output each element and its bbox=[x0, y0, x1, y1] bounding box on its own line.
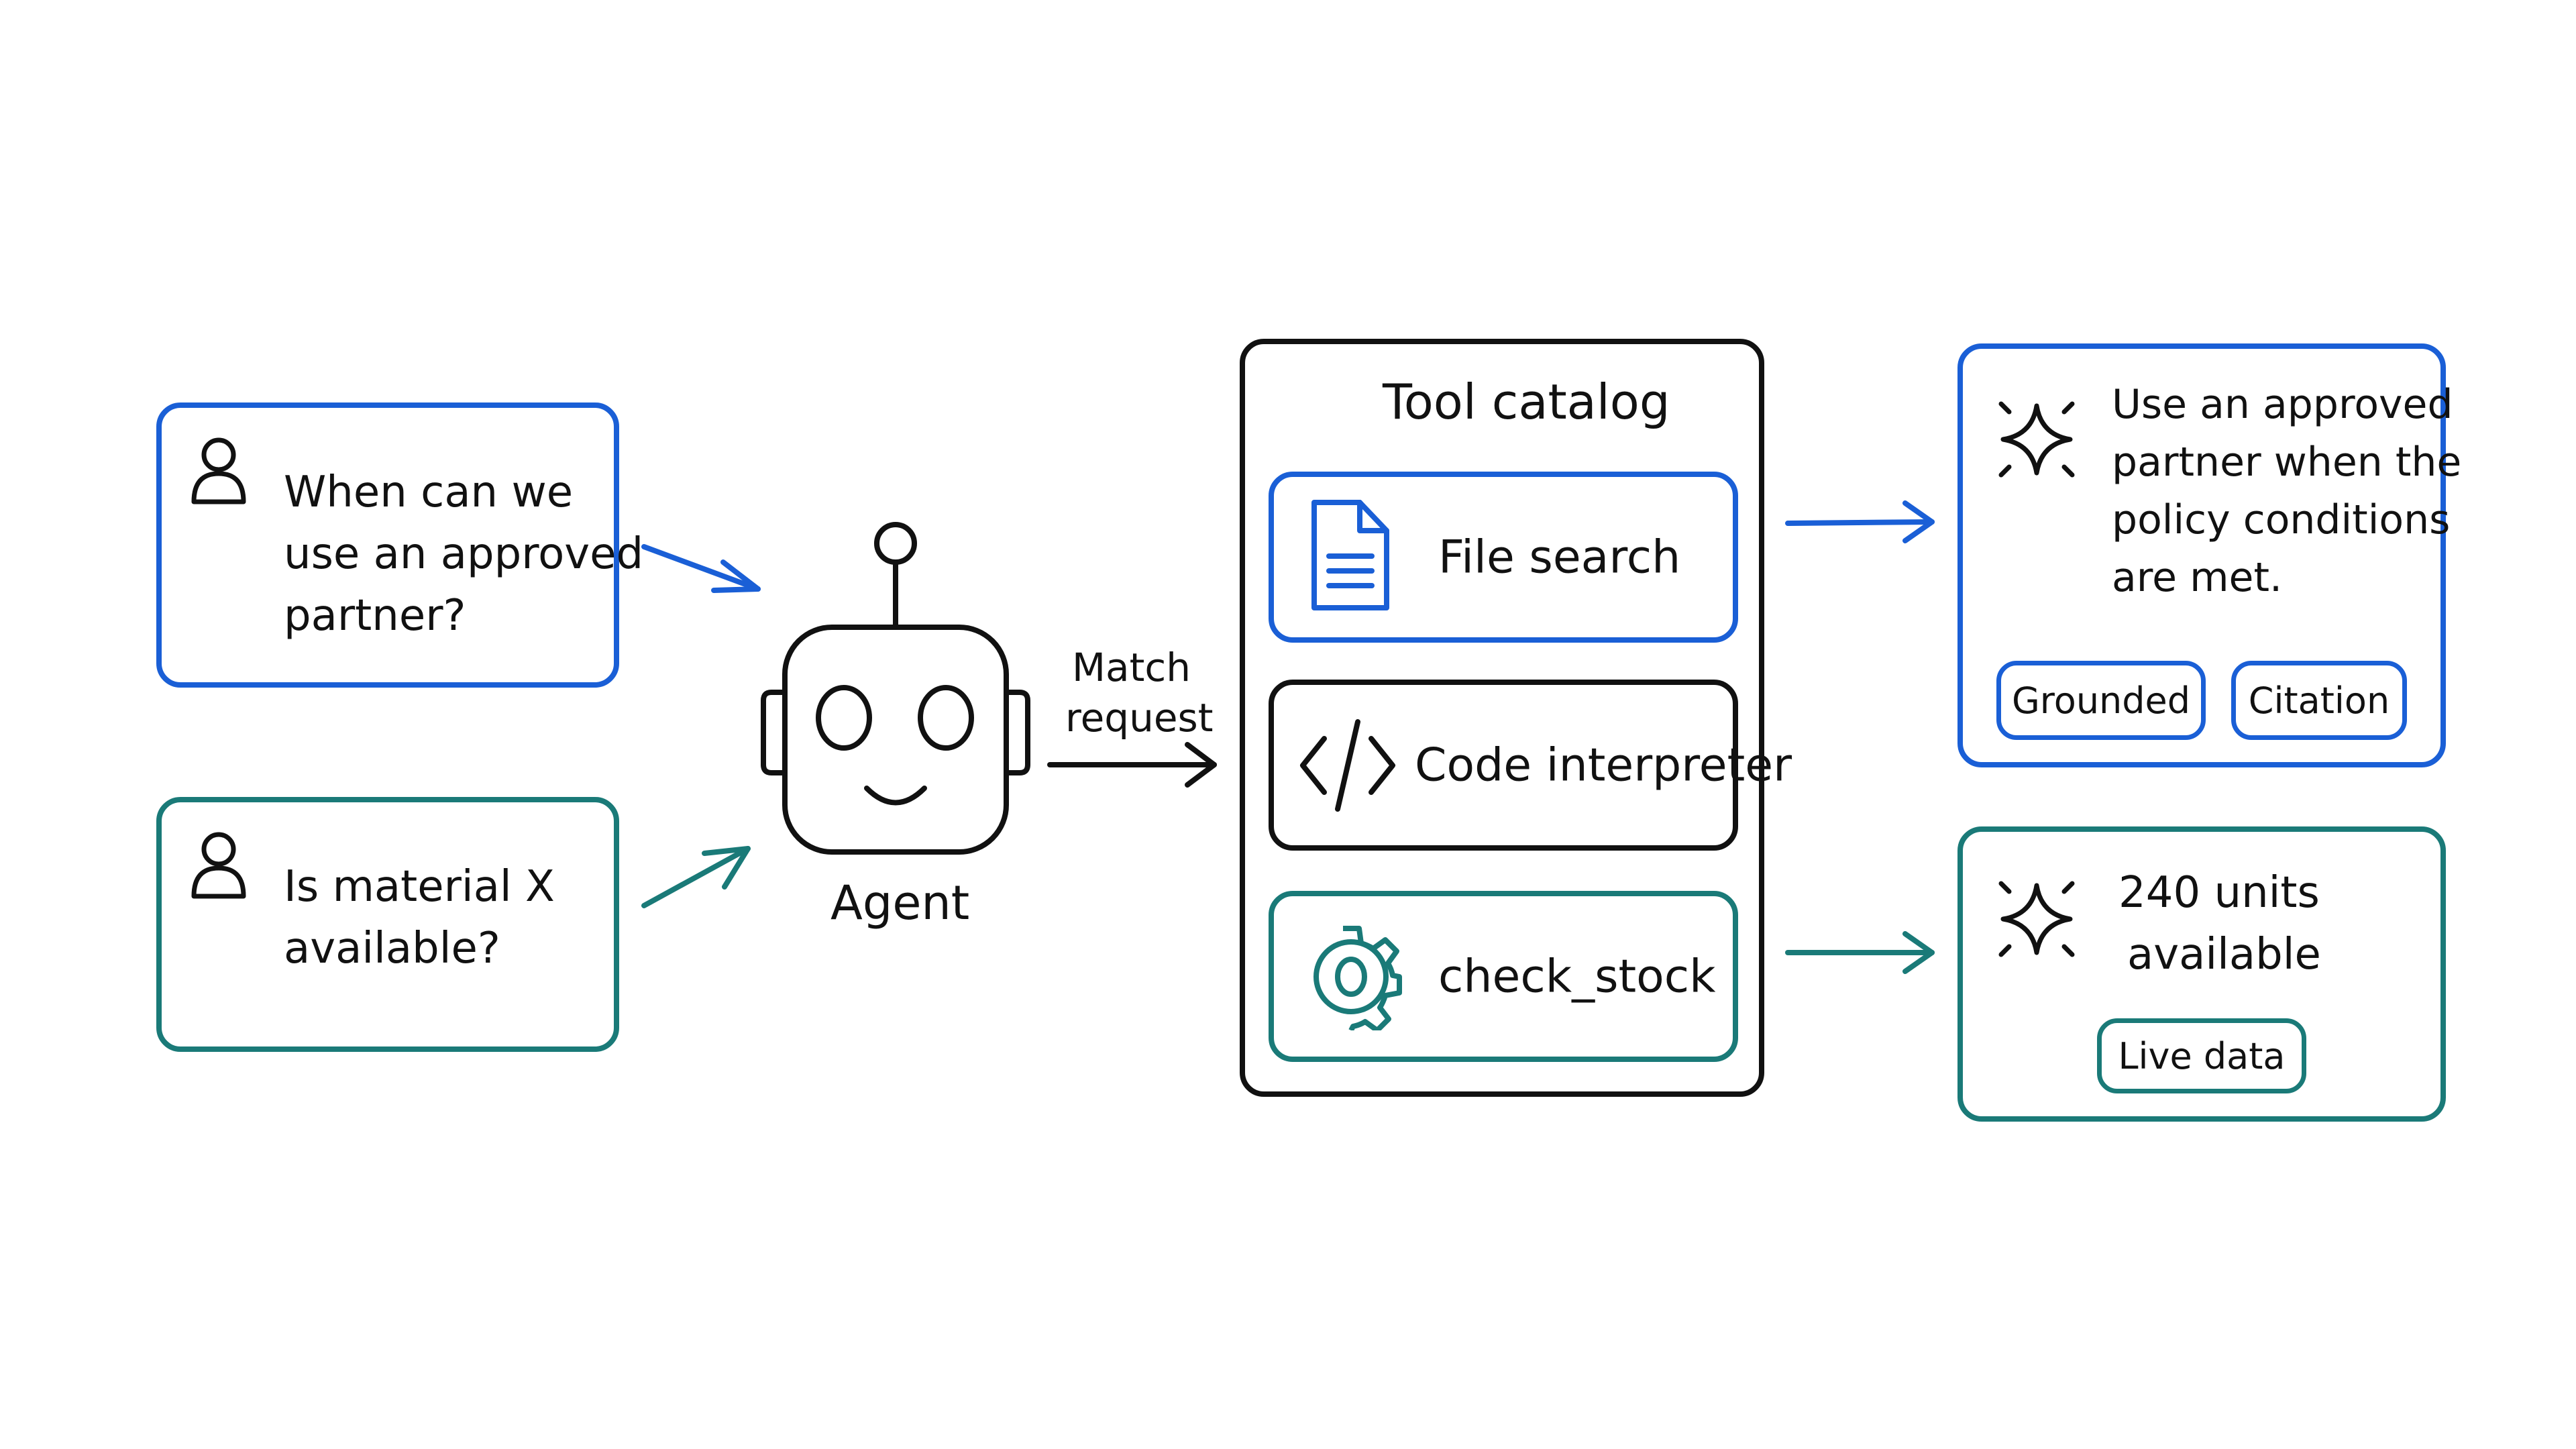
gear-icon bbox=[1313, 926, 1402, 1030]
answer-2-line-2: available bbox=[2127, 930, 2321, 979]
robot-icon bbox=[761, 522, 1030, 855]
tool-code-interpreter[interactable]: Code interpreter bbox=[1269, 680, 1792, 851]
question-1-line-1: When can we bbox=[284, 468, 574, 517]
sparkle-icon bbox=[1998, 401, 2075, 478]
answer-card-1: Use an approved partner when the policy … bbox=[1957, 343, 2461, 767]
arrow-checkstock-to-answer bbox=[1785, 931, 1935, 974]
answer-1-line-1: Use an approved bbox=[2112, 381, 2453, 428]
tool-file-search[interactable]: File search bbox=[1269, 472, 1738, 643]
badge-grounded: Grounded bbox=[1996, 661, 2206, 740]
badge-live-data: Live data bbox=[2097, 1018, 2306, 1093]
tool-code-interpreter-label: Code interpreter bbox=[1415, 739, 1792, 792]
arrow-agent-to-catalog bbox=[1047, 742, 1217, 788]
answer-1-line-2: partner when the bbox=[2112, 439, 2462, 486]
tool-check-stock-label: check_stock bbox=[1438, 950, 1716, 1003]
question-card-2: Is material X available? bbox=[156, 797, 619, 1052]
connector-label-line-1: Match bbox=[1072, 645, 1191, 690]
tool-catalog: Tool catalog File search Code interprete… bbox=[1240, 339, 1792, 1097]
user-icon bbox=[191, 832, 246, 899]
answer-1-line-3: policy conditions bbox=[2112, 496, 2451, 543]
user-icon bbox=[191, 437, 246, 504]
answer-1-line-4: are met. bbox=[2112, 554, 2283, 601]
agent-label: Agent bbox=[830, 875, 970, 930]
tool-check-stock[interactable]: check_stock bbox=[1269, 891, 1738, 1062]
tool-catalog-title: Tool catalog bbox=[1383, 374, 1670, 430]
sparkle-icon bbox=[1998, 881, 2075, 957]
arrow-filesearch-to-answer bbox=[1785, 500, 1935, 543]
answer-2-line-1: 240 units bbox=[2118, 868, 2320, 918]
question-1-line-3: partner? bbox=[284, 591, 466, 641]
arrow-question1-to-agent bbox=[641, 544, 761, 593]
answer-card-2: 240 units available Live data bbox=[1957, 826, 2446, 1122]
question-1-line-2: use an approved bbox=[284, 529, 644, 579]
question-2-line-1: Is material X bbox=[284, 862, 555, 912]
question-2-line-2: available? bbox=[284, 924, 500, 973]
connector-label-line-2: request bbox=[1065, 695, 1214, 741]
badge-citation: Citation bbox=[2231, 661, 2407, 740]
code-icon bbox=[1300, 719, 1395, 812]
arrow-question2-to-agent bbox=[641, 846, 751, 908]
document-icon bbox=[1311, 500, 1389, 610]
question-card-1: When can we use an approved partner? bbox=[156, 402, 643, 688]
tool-file-search-label: File search bbox=[1438, 531, 1681, 584]
